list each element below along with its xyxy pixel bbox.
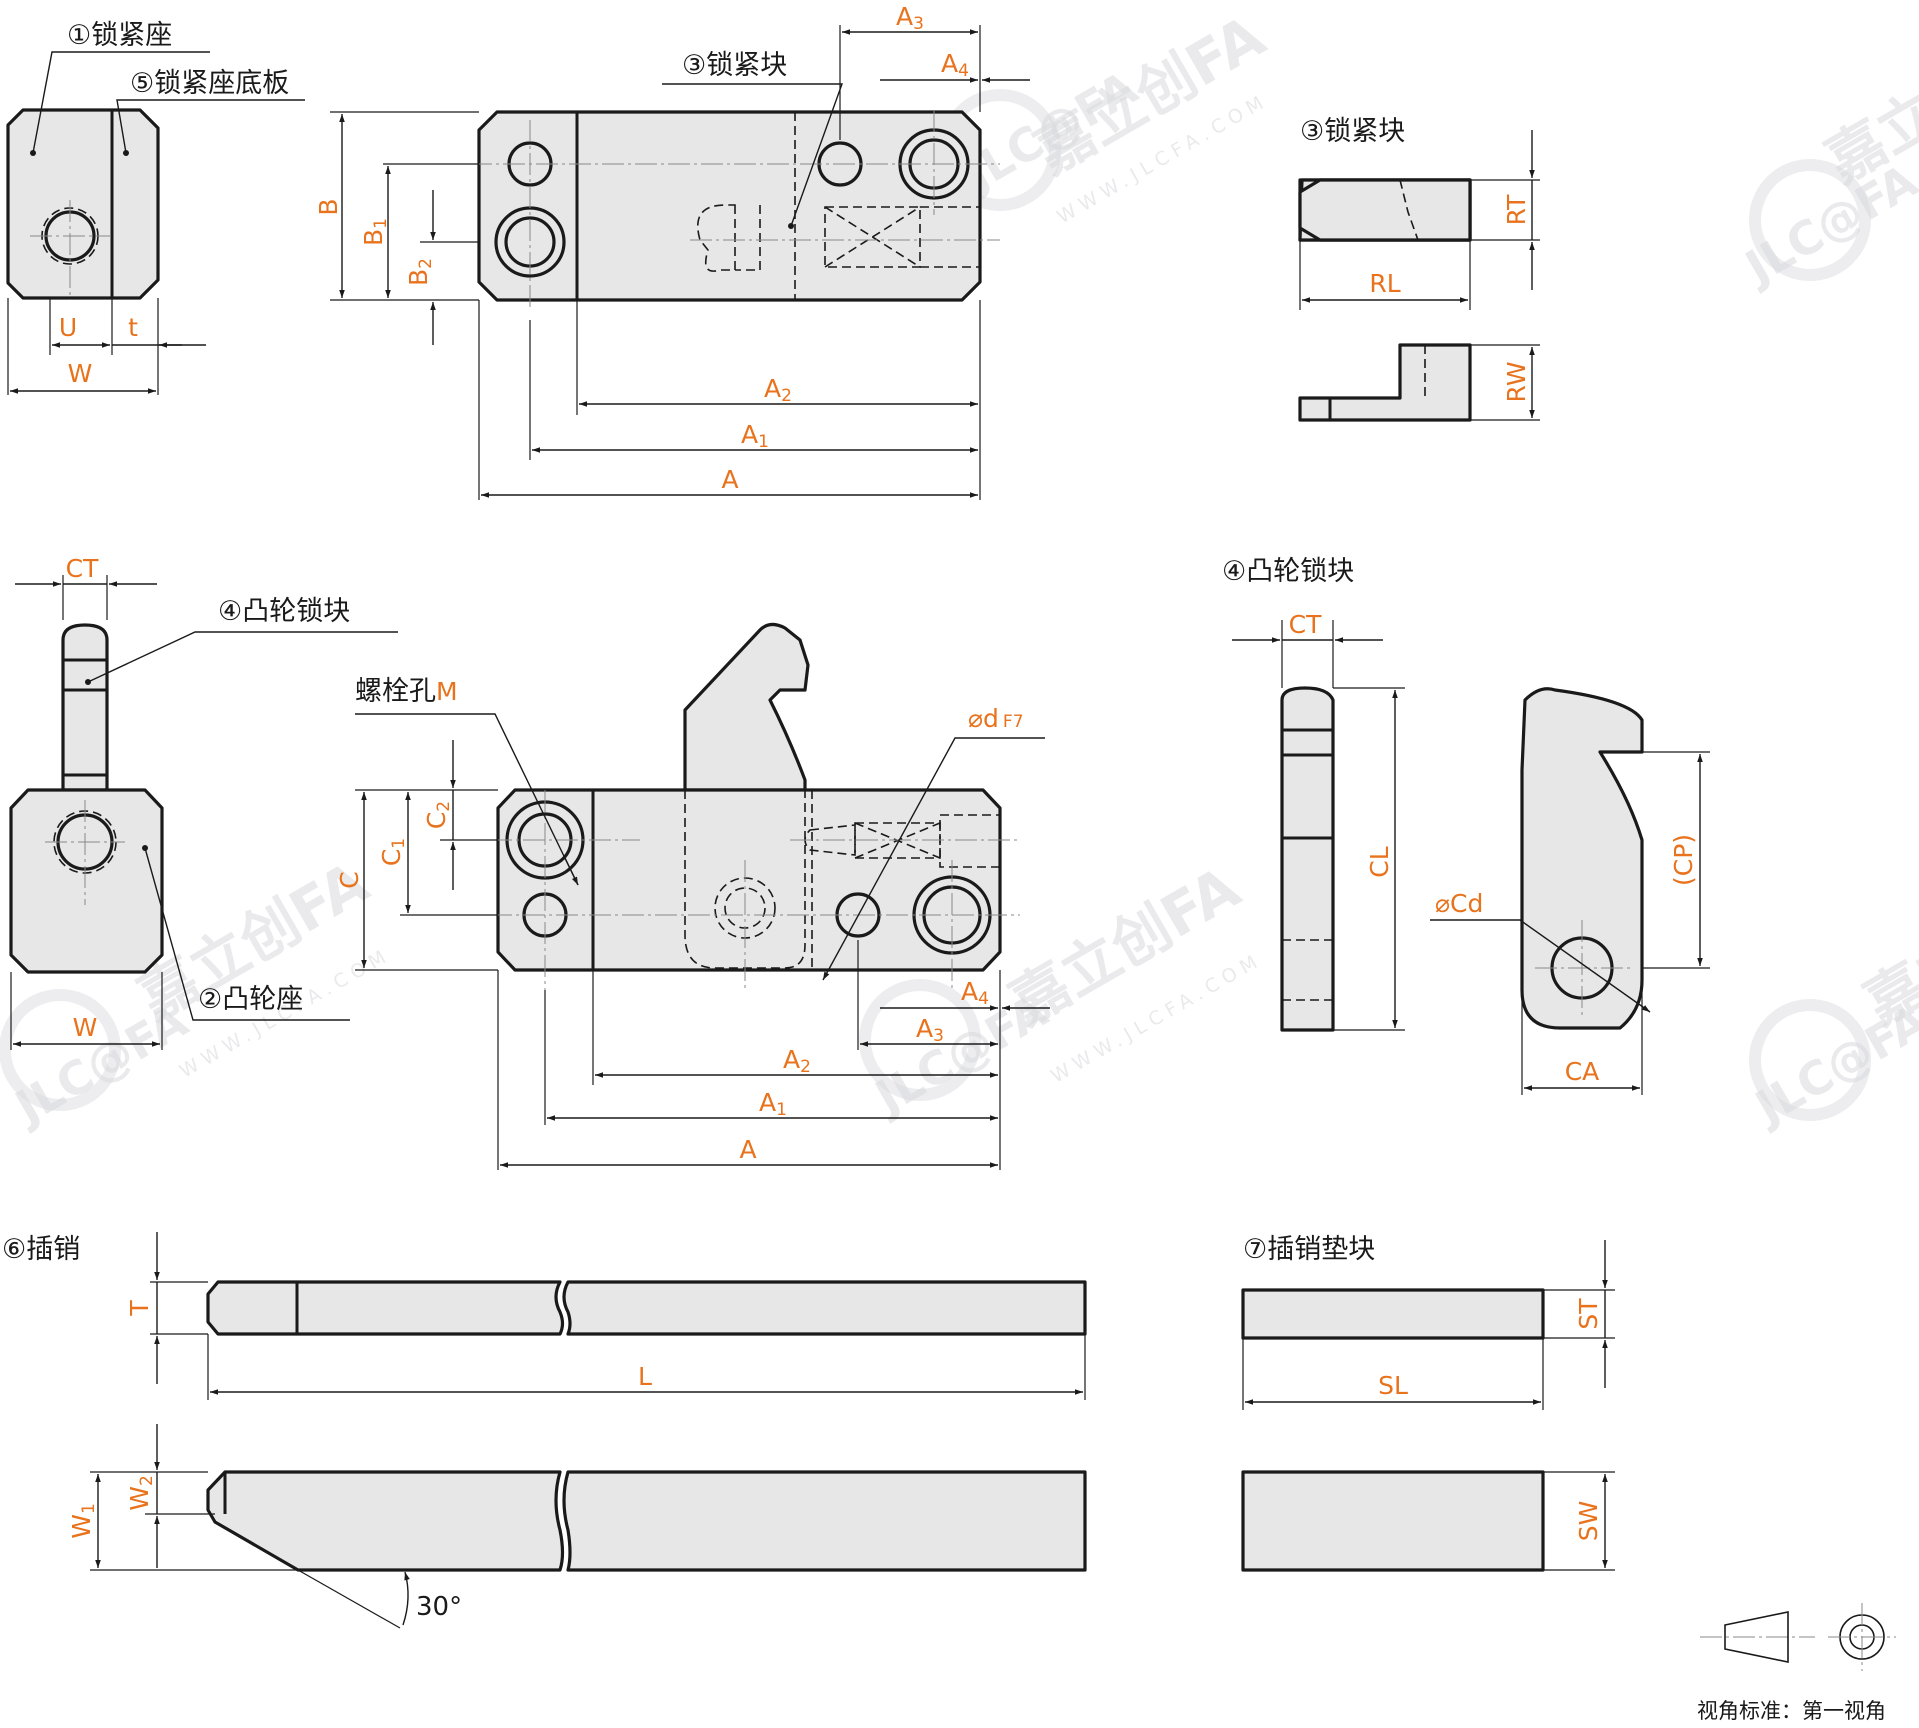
part-label-lock-block-detail: ③锁紧块 <box>1300 116 1405 147</box>
dim-C2: C2 <box>422 801 454 829</box>
pin-view <box>90 1232 1087 1629</box>
dim-C: C <box>335 871 364 888</box>
dim-T: T <box>125 1300 154 1317</box>
dim-W2: W2 <box>125 1475 157 1511</box>
dim-A3-cam: A3 <box>916 1014 944 1046</box>
dim-B: B <box>314 198 343 215</box>
view-standard-label: 视角标准：第一视角 <box>1697 1699 1886 1723</box>
part-label-cam-lock-block-detail: ④凸轮锁块 <box>1222 556 1354 587</box>
part-label-cam-lock-block: ④凸轮锁块 <box>218 596 350 627</box>
part-label-cam-seat: ②凸轮座 <box>198 984 303 1015</box>
dim-B1: B1 <box>359 218 391 246</box>
dim-A1: A1 <box>741 420 769 452</box>
watermark-brand: 嘉立创FA <box>999 853 1251 1038</box>
watermark-brand: 嘉立创FA <box>1853 853 1919 1038</box>
dim-L: L <box>638 1362 652 1391</box>
pin-pad-view <box>1241 1240 1615 1572</box>
dim-A4-cam: A4 <box>961 977 989 1009</box>
dim-CA: CA <box>1565 1057 1600 1086</box>
dim-angle: 30° <box>416 1592 462 1622</box>
cam-seat-side-view <box>9 575 398 1050</box>
dim-CP: (CP) <box>1669 834 1698 886</box>
dim-A2-cam: A2 <box>783 1045 811 1077</box>
part-label-lock-seat: ①锁紧座 <box>67 20 172 51</box>
dim-CL: CL <box>1365 846 1394 877</box>
first-angle-projection-icon <box>1700 1603 1896 1671</box>
dim-SW: SW <box>1574 1501 1603 1542</box>
dim-U: U <box>59 313 77 342</box>
dim-W-cam: W <box>73 1013 98 1042</box>
dim-A: A <box>721 465 738 494</box>
dim-t: t <box>128 313 138 342</box>
part-label-lock-base-plate: ⑤锁紧座底板 <box>130 68 289 99</box>
dim-CT-detail: CT <box>1289 610 1322 639</box>
dim-B2: B2 <box>404 258 436 286</box>
dim-A1-cam: A1 <box>759 1088 787 1120</box>
dim-A3: A3 <box>896 2 924 34</box>
dim-RL: RL <box>1369 269 1400 298</box>
cam-assembly-view <box>355 622 1050 1170</box>
dim-A2: A2 <box>764 374 792 406</box>
dim-C1: C1 <box>377 838 409 866</box>
dim-CT: CT <box>66 554 99 583</box>
dim-W: W <box>68 359 93 388</box>
part-label-pin: ⑥插销 <box>2 1234 80 1265</box>
lock-seat-view <box>6 51 305 395</box>
cam-lock-block-detail-view <box>1232 620 1710 1095</box>
dim-A4: A4 <box>941 49 969 81</box>
dim-SL: SL <box>1378 1371 1408 1400</box>
dim-ST: ST <box>1574 1298 1603 1330</box>
part-label-pin-pad: ⑦插销垫块 <box>1243 1234 1375 1265</box>
part-label-lock-block: ③锁紧块 <box>682 50 787 81</box>
bolt-hole-label: 螺栓孔M <box>355 676 458 707</box>
dim-W1: W1 <box>67 1503 99 1539</box>
dim-A-cam: A <box>739 1135 756 1164</box>
dim-RW: RW <box>1502 361 1531 402</box>
dim-RT: RT <box>1502 194 1531 226</box>
lock-block-assembly-view <box>330 25 1030 500</box>
lock-block-detail-view <box>1298 130 1540 422</box>
dim-Cd: ⌀Cd <box>1435 889 1483 918</box>
